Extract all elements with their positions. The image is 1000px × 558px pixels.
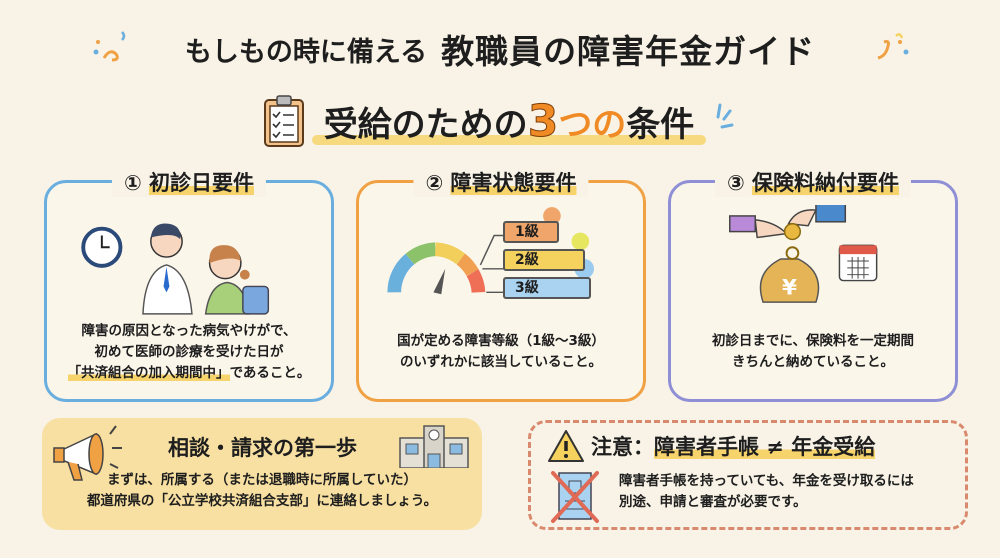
card-description: 初診日までに、保険料を一定期間 きちんと納めていること。 <box>711 333 915 370</box>
consultation-box: 相談・請求の第一歩 まずは、所属する（または退職時に所属していた） 都道府県の「… <box>42 418 482 530</box>
clipboard-checklist-icon <box>263 95 304 147</box>
grade-2-label: 2級 <box>503 249 585 271</box>
caution-title: 注意：障害者手帳 ≠ 年金受給 <box>591 435 876 459</box>
consultation-title: 相談・請求の第一歩 <box>168 436 357 460</box>
caution-text: 障害者手帳を持っていても、年金を受け取るには 別途、申請と審査が必要です。 <box>619 473 914 510</box>
conditions-heading: 受給のための3つの条件 <box>311 95 706 147</box>
severity-gauge-illustration <box>387 207 595 295</box>
condition-card-disability-state: ② 障害状態要件 1級 2級 3級 国が定める障害等級（1級〜3級） のいずれか… <box>356 167 646 402</box>
condition-card-first-visit: ① 初診日要件 障害の原因となった病気やけがで、 初めて医師の診療を受けた日が … <box>44 167 334 402</box>
school-building-icon <box>399 425 469 468</box>
megaphone-icon <box>53 425 122 481</box>
crossed-out-handbook-icon <box>551 471 599 523</box>
card-title: ② 障害状態要件 <box>413 167 589 197</box>
doctor-patient-illustration <box>81 223 270 315</box>
card-description: 国が定める障害等級（1級〜3級） のいずれかに該当していること。 <box>397 333 605 370</box>
card-title: ③ 保険料納付要件 <box>714 167 912 197</box>
grade-3-label: 3級 <box>503 277 591 299</box>
condition-card-premium-payment: ③ 保険料納付要件 ¥ 初診日までに、保険料を一定期間 きちんと納めていること。 <box>668 167 958 402</box>
section-heading: 受給のための3つの条件 <box>0 88 1000 154</box>
sparkle-icon <box>716 103 734 129</box>
money-bag-illustration: ¥ <box>729 205 878 303</box>
title-main: 教職員の障害年金ガイド <box>441 32 816 71</box>
confetti-left-icon <box>93 31 126 62</box>
caution-box: 注意：障害者手帳 ≠ 年金受給 障害者手帳を持っていても、年金を受け取るには 別… <box>528 420 968 530</box>
warning-icon <box>548 430 584 462</box>
page-title: もしもの時に備える 教職員の障害年金ガイド <box>0 24 1000 74</box>
consultation-text: まずは、所属する（または退職時に所属していた） 都道府県の「公立学校共済組合支部… <box>86 472 438 509</box>
confetti-right-icon <box>877 33 909 60</box>
title-sub: もしもの時に備える <box>184 36 428 68</box>
card-title: ① 初診日要件 <box>111 167 267 197</box>
grade-1-label: 1級 <box>503 221 559 243</box>
card-description: 障害の原因となった病気やけがで、 初めて医師の診療を受けた日が 「共済組合の加入… <box>67 323 311 381</box>
svg-text:¥: ¥ <box>782 275 797 300</box>
